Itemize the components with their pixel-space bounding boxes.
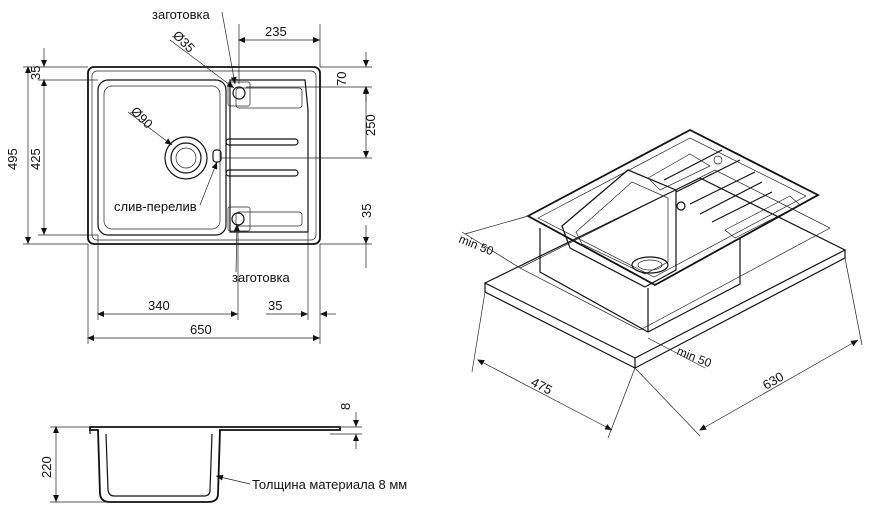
dim-35-bottom: 35 bbox=[268, 298, 282, 313]
tap-hole-blank-top bbox=[232, 86, 246, 100]
label-d90: Ø90 bbox=[128, 104, 156, 132]
dim-235: 235 bbox=[265, 24, 287, 39]
main-bowl bbox=[97, 79, 227, 236]
sink-body bbox=[539, 228, 741, 333]
min-50-left: min 50 bbox=[457, 232, 496, 259]
dim-495: 495 bbox=[5, 148, 20, 170]
label-d35: Ø35 bbox=[170, 28, 198, 56]
dim-340: 340 bbox=[148, 298, 170, 313]
section-profile bbox=[89, 426, 341, 503]
rib bbox=[225, 138, 299, 146]
drainboard bbox=[229, 79, 309, 233]
section-view: 8 220 Толщина материала 8 мм bbox=[39, 403, 407, 503]
rib bbox=[225, 169, 299, 177]
label-blank-bottom: заготовка bbox=[232, 270, 291, 285]
dim-650: 650 bbox=[190, 322, 212, 337]
dim-35-right: 35 bbox=[359, 204, 374, 218]
min-50-right: min 50 bbox=[675, 344, 714, 371]
sink-rim bbox=[526, 128, 820, 287]
dim-475: 475 bbox=[529, 374, 555, 397]
dim-630: 630 bbox=[760, 369, 786, 393]
iso-drain bbox=[631, 256, 669, 274]
dim-35-left: 35 bbox=[28, 66, 43, 80]
dim-250: 250 bbox=[363, 114, 378, 136]
dim-8: 8 bbox=[338, 403, 353, 410]
dim-425: 425 bbox=[28, 148, 43, 170]
dim-220: 220 bbox=[39, 456, 54, 478]
iso-view: min 50 min 50 475 630 bbox=[457, 128, 863, 439]
top-view: 495 425 35 235 заготовка Ø35 70 250 bbox=[5, 7, 378, 344]
tap-hole-blank-bottom bbox=[231, 212, 245, 226]
label-thickness: Толщина материала 8 мм bbox=[252, 477, 407, 492]
label-overflow: слив-перелив bbox=[114, 199, 197, 214]
drain-circle bbox=[164, 136, 208, 180]
label-blank-top: заготовка bbox=[152, 7, 211, 22]
sink-outline bbox=[87, 66, 321, 245]
dim-70: 70 bbox=[334, 72, 349, 86]
countertop bbox=[483, 177, 847, 359]
